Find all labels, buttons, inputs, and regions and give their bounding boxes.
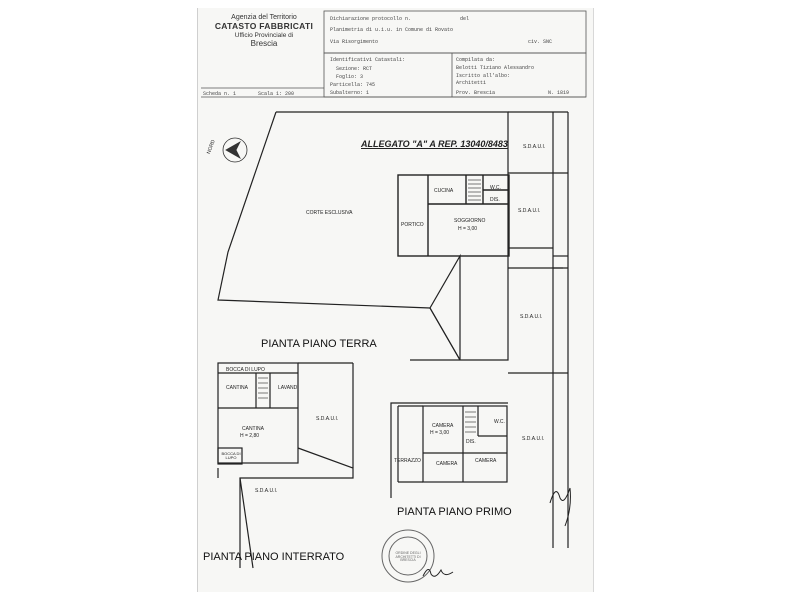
camera-height: H = 3,00 — [430, 430, 450, 436]
sdaui-basement-1: S.D.A.U.I. — [316, 416, 339, 422]
scheda-label: Scheda n. 1 — [203, 91, 237, 97]
subalterno-label: Subalterno: 1 — [330, 90, 370, 96]
sdaui-label-2: S.D.A.U.I. — [518, 208, 541, 214]
compilata-label: Compilata da: — [456, 57, 496, 63]
stamp-icon — [381, 529, 435, 583]
signature-icon — [422, 568, 454, 577]
sdaui-basement-2: S.D.A.U.I. — [255, 488, 278, 494]
dis-label-pt: DIS. — [490, 197, 500, 203]
piano-primo-title: PIANTA PIANO PRIMO — [397, 506, 512, 518]
iscritto-label: Iscritto all'albo: — [456, 73, 511, 79]
del-label: del — [460, 16, 470, 22]
terrazzo-label: TERRAZZO — [394, 458, 421, 464]
soggiorno-label: SOGGIORNO — [454, 218, 486, 224]
agency-header: Agenzia del Territorio CATASTO FABBRICAT… — [214, 14, 314, 48]
agency-line3: Ufficio Provinciale di — [234, 31, 294, 39]
allegato-annotation: ALLEGATO "A" A REP. 13040/8483 — [361, 139, 508, 149]
sezione-label: Sezione: RCT — [336, 66, 373, 72]
portico-label: PORTICO — [401, 222, 424, 228]
scala-label: Scala 1: 200 — [258, 91, 295, 97]
cucina-label: CUCINA — [434, 188, 454, 194]
cantina-small-label: CANTINA — [226, 385, 248, 391]
bocca-lupo-small-label: BOCCA DI LUPO — [221, 451, 241, 461]
agency-line4: Brescia — [250, 39, 278, 49]
via-label: Via Risorgimento — [330, 39, 379, 45]
cantina-label: CANTINA — [242, 426, 264, 432]
piano-terra-title: PIANTA PIANO TERRA — [261, 338, 377, 350]
identificativi-title: Identificativi Catastali: — [330, 57, 406, 63]
camera-label-1: CAMERA — [432, 423, 454, 429]
compilatore-label: Belotti Tiziano Alessandro — [456, 65, 535, 71]
stamp-text: ORDINE DEGLI ARCHITETTI DI BRESCIA — [395, 551, 421, 562]
sdaui-label-1: S.D.A.U.I. — [523, 144, 546, 150]
albo-label: Architetti — [456, 80, 487, 86]
numero-label: N. 1819 — [548, 90, 570, 96]
wc-label-pp: W.C. — [494, 419, 505, 425]
north-arrow-icon — [222, 137, 248, 163]
particella-label: Particella: 745 — [330, 82, 376, 88]
agency-line1: Agenzia del Territorio — [231, 14, 297, 21]
dichiarazione-label: Dichiarazione protocollo n. — [330, 16, 412, 22]
corte-label: CORTE ESCLUSIVA — [306, 210, 353, 216]
agency-line2: CATASTO FABBRICATI — [214, 21, 314, 32]
wc-label-pt: W.C. — [490, 185, 501, 191]
signature-right-icon — [549, 487, 571, 527]
soggiorno-height: H = 3,00 — [458, 226, 478, 232]
bocca-lupo-label: BOCCA DI LUPO — [226, 367, 265, 373]
cantina-height: H = 2,80 — [240, 433, 260, 439]
planimetria-label: Planimetria di u.i.u. in Comune di Rovat… — [330, 27, 454, 33]
camera-label-3: CAMERA — [475, 458, 497, 464]
foglio-label: Foglio: 3 — [336, 74, 364, 80]
document-sheet: Agenzia del Territorio CATASTO FABBRICAT… — [197, 8, 594, 592]
piano-interrato-title: PIANTA PIANO INTERRATO — [203, 551, 345, 563]
camera-label-2: CAMERA — [436, 461, 458, 467]
prov-label: Prov. Brescia — [456, 90, 496, 96]
sdaui-primo: S.D.A.U.I. — [522, 436, 545, 442]
floor-plan-drawing — [201, 10, 587, 583]
lavand-label: LAVAND. — [278, 385, 299, 391]
civ-label: civ. SNC — [528, 39, 553, 45]
sdaui-label-3: S.D.A.U.I. — [520, 314, 543, 320]
dis-label-pp: DIS. — [466, 439, 476, 445]
